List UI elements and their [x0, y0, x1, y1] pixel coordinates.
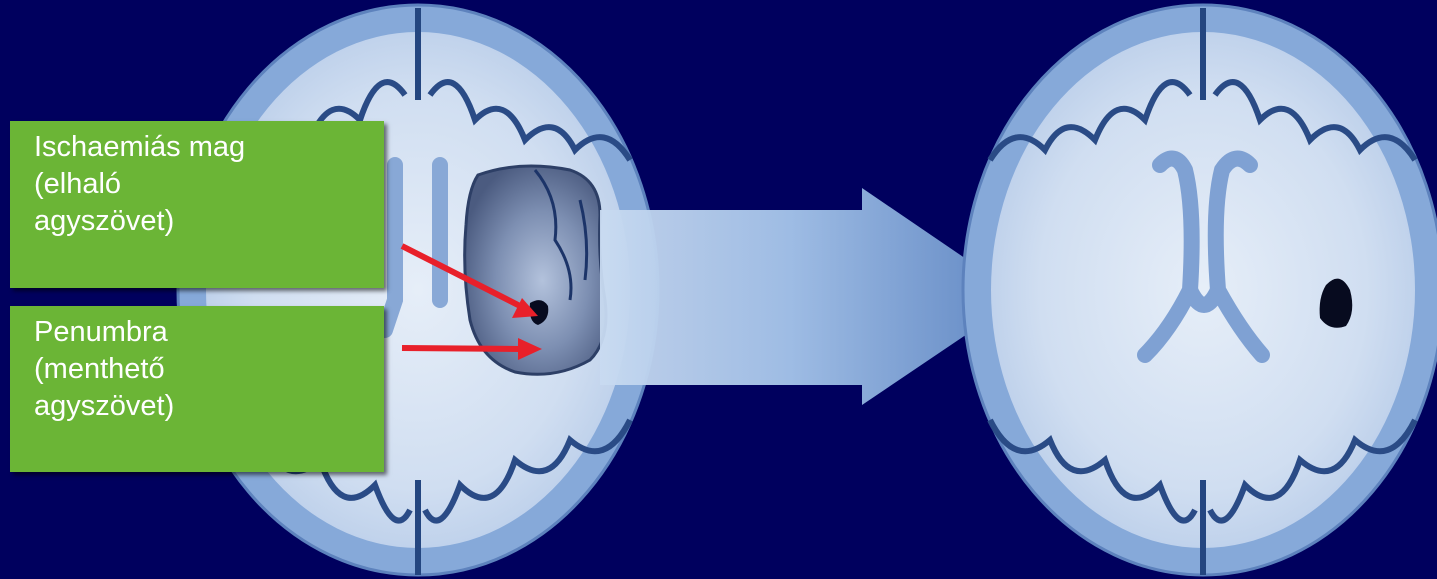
ischemic-core-label: Ischaemiás mag (elhaló agyszövet) — [10, 121, 384, 288]
ischemic-core-line-2: (elhaló — [34, 166, 374, 203]
brain-after-treatment — [963, 5, 1437, 575]
penumbra-line-1: Penumbra — [34, 314, 374, 351]
ischemic-core-line-3: agyszövet) — [34, 203, 374, 240]
transition-arrow — [600, 188, 1022, 405]
penumbra-line-3: agyszövet) — [34, 388, 374, 425]
penumbra-line-2: (menthető — [34, 351, 374, 388]
brain-before-treatment — [178, 5, 658, 575]
ischemic-core-line-1: Ischaemiás mag — [34, 129, 374, 166]
penumbra-label: Penumbra (menthető agyszövet) — [10, 306, 384, 472]
